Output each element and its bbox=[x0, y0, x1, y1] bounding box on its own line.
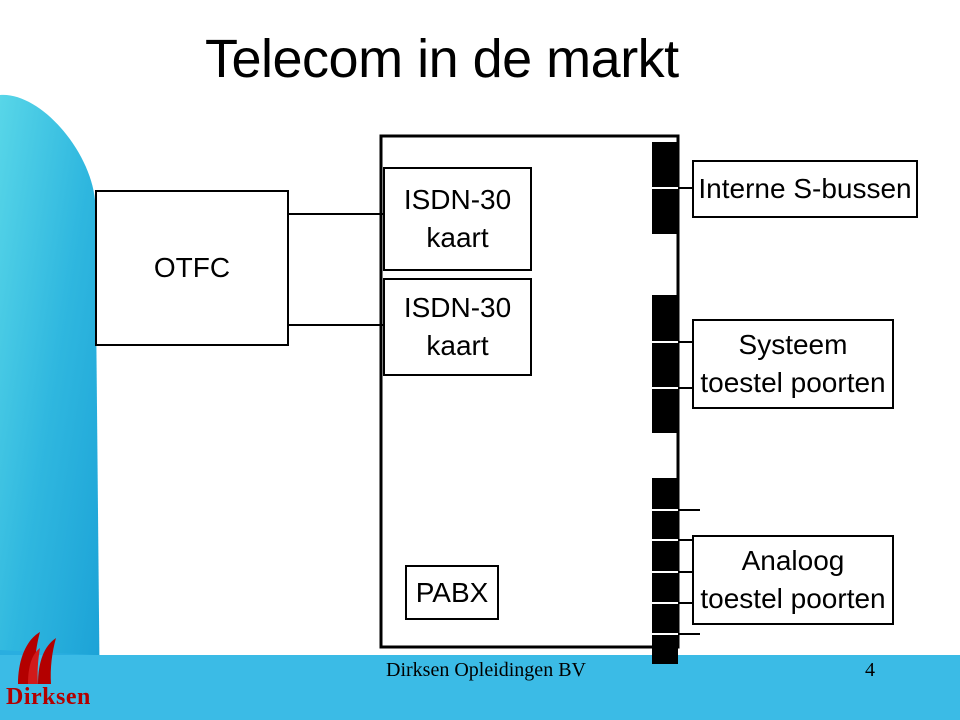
analoog-line1: Analoog bbox=[741, 545, 845, 576]
analoog-poorten-box: Analoog toestel poorten bbox=[692, 535, 894, 625]
isdn-card-1: ISDN-30 kaart bbox=[383, 167, 532, 271]
port-separators bbox=[652, 187, 678, 635]
isdn-card-2-line1: ISDN-30 bbox=[403, 292, 512, 323]
interne-sbussen-label: Interne S-bussen bbox=[698, 173, 912, 204]
footer-band bbox=[0, 655, 960, 720]
pabx-frame bbox=[379, 134, 680, 649]
isdn-card-1-line2: kaart bbox=[426, 222, 489, 253]
footer-company: Dirksen Opleidingen BV bbox=[386, 659, 586, 681]
pabx-label-box: PABX bbox=[405, 565, 499, 620]
isdn-card-1-line1: ISDN-30 bbox=[403, 184, 512, 215]
systeem-poorten-box: Systeem toestel poorten bbox=[692, 319, 894, 409]
otfc-box: OTFC bbox=[95, 190, 289, 346]
logo-text: Dirksen bbox=[6, 684, 91, 710]
slide-title: Telecom in de markt bbox=[205, 29, 679, 89]
logo-emblem bbox=[18, 632, 56, 684]
footer-page-number: 4 bbox=[865, 659, 875, 681]
pabx-label: PABX bbox=[415, 576, 489, 608]
analoog-line2: toestel poorten bbox=[700, 583, 886, 614]
port-bar-systeem bbox=[652, 295, 678, 433]
otfc-label: OTFC bbox=[153, 252, 231, 283]
isdn-card-2-line2: kaart bbox=[426, 330, 489, 361]
systeem-line1: Systeem bbox=[738, 329, 848, 360]
interne-sbussen-box: Interne S-bussen bbox=[692, 160, 918, 218]
wave-shape bbox=[0, 94, 100, 720]
systeem-line2: toestel poorten bbox=[700, 367, 886, 398]
isdn-card-2: ISDN-30 kaart bbox=[383, 278, 532, 376]
